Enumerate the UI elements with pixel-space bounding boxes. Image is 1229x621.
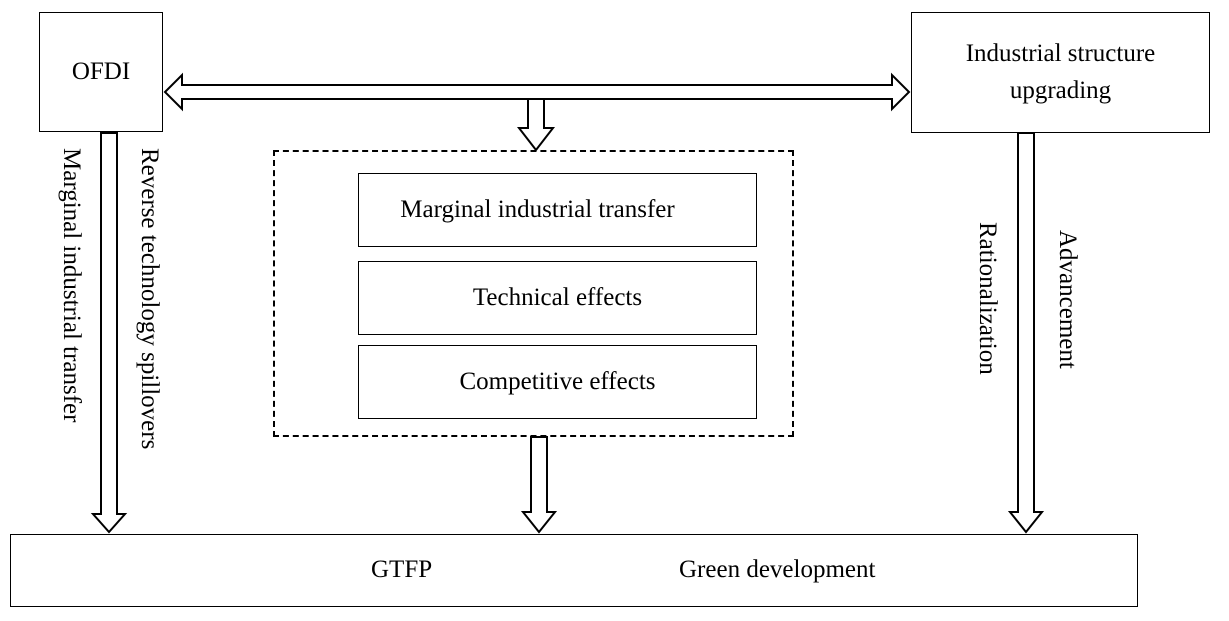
mechanism-label: Marginal industrial transfer [400, 195, 675, 223]
ofdi-label: OFDI [71, 57, 131, 85]
industrial-structure-label: Industrial structure upgrading [965, 40, 1156, 104]
mechanism-marginal-transfer: Marginal industrial transfer [358, 173, 757, 247]
green-development-label: Green development [679, 556, 876, 583]
ofdi-node: OFDI [39, 12, 163, 132]
industrial-structure-node: Industrial structure upgrading [911, 12, 1210, 133]
mechanism-label: Competitive effects [459, 367, 656, 395]
arrow-ofdi-to-gtfp [90, 132, 128, 534]
path-label-advancement: Advancement [1054, 230, 1081, 369]
mechanisms-container [273, 150, 794, 437]
bidirectional-arrow [163, 72, 911, 112]
mechanism-technical-effects: Technical effects [358, 261, 757, 335]
path-label-marginal-transfer: Marginal industrial transfer [58, 148, 85, 423]
outcome-bar: GTFP Green development [10, 534, 1138, 607]
arrow-structure-to-gtfp [1007, 132, 1045, 534]
arrow-to-mechanisms [516, 98, 556, 152]
gtfp-label: GTFP [371, 556, 433, 583]
arrow-mechanisms-to-gtfp [520, 436, 558, 534]
mechanism-competitive-effects: Competitive effects [358, 345, 757, 419]
mechanism-label: Technical effects [472, 283, 643, 311]
path-label-rationalization: Rationalization [974, 222, 1001, 375]
path-label-reverse-spillovers: Reverse technology spillovers [136, 148, 163, 450]
